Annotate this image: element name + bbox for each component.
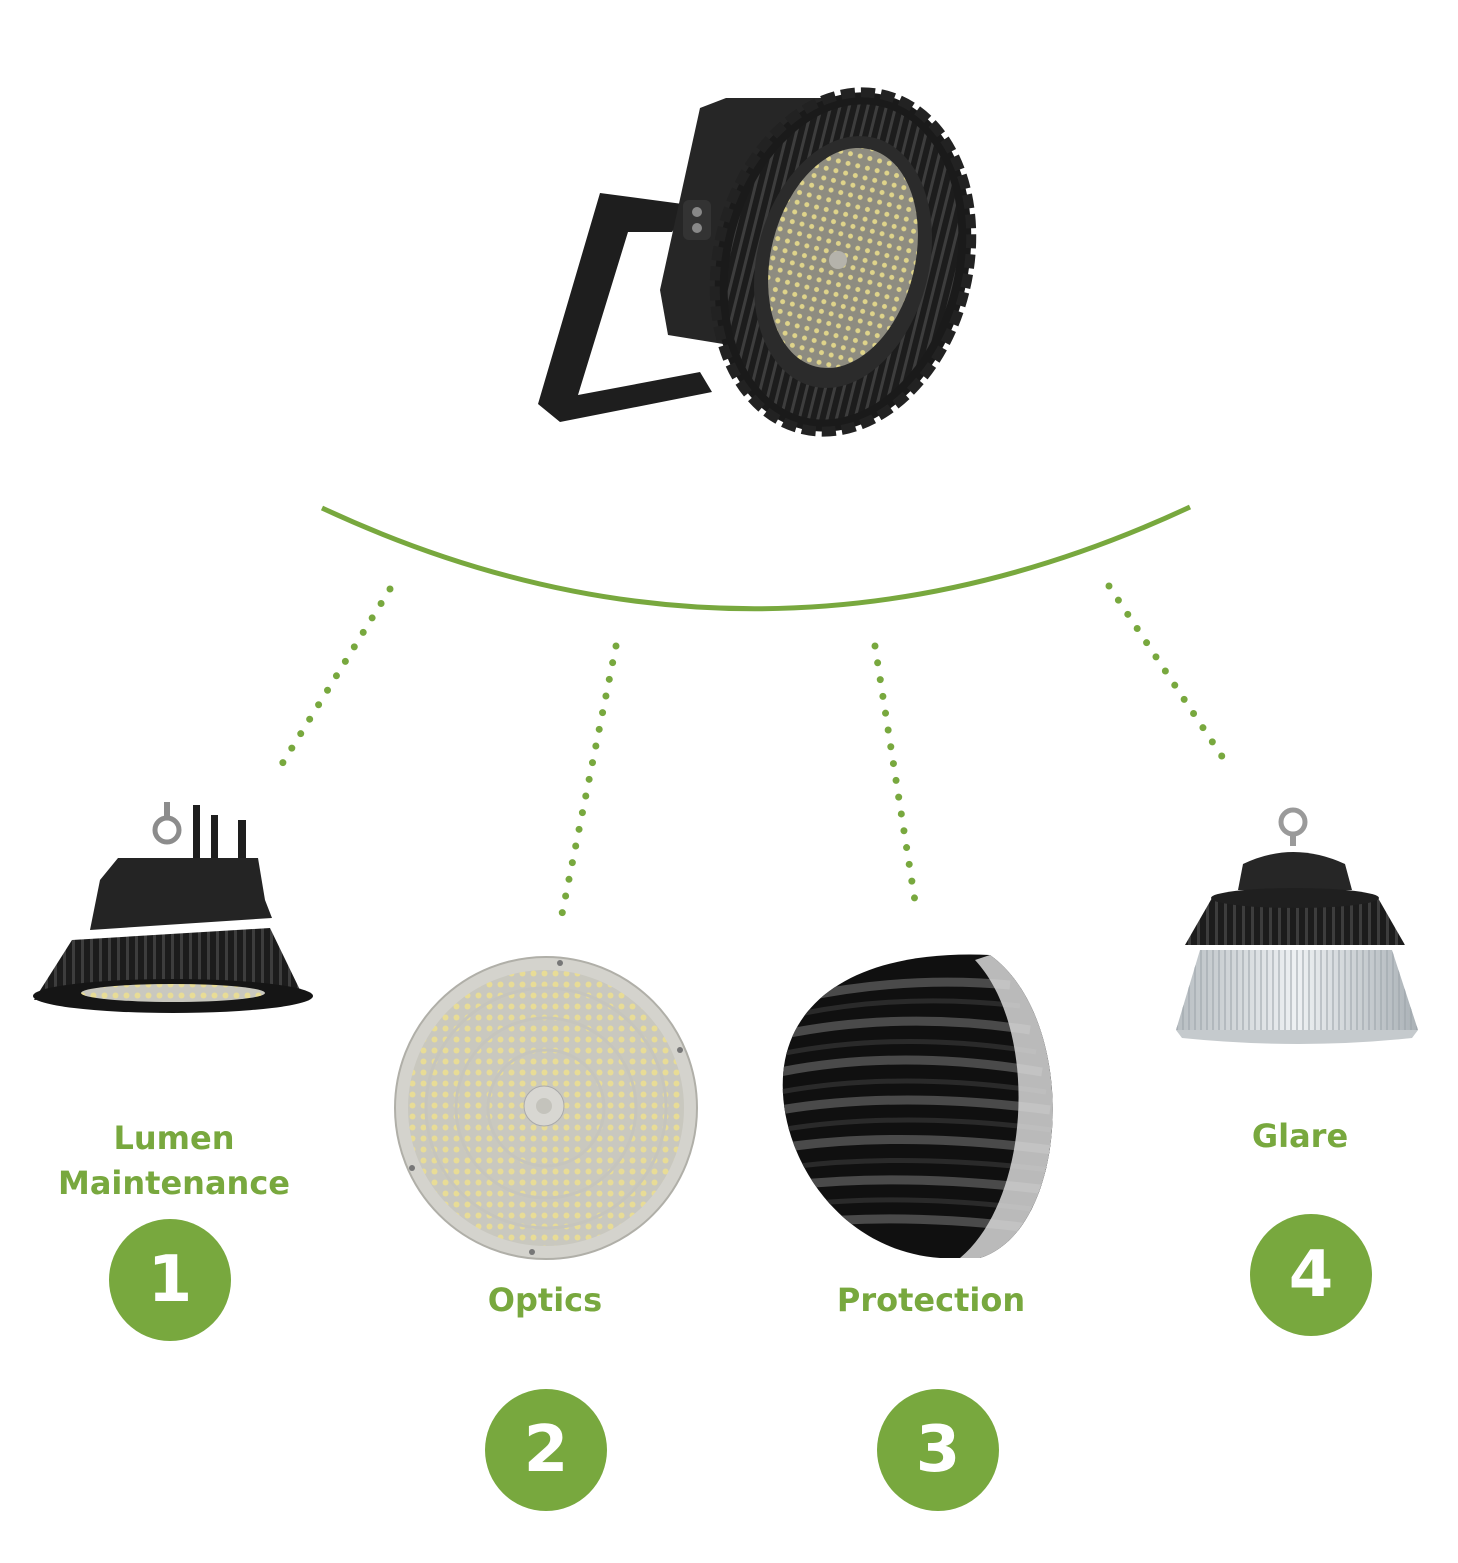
connector-arc <box>320 504 1192 612</box>
glare-fixture-icon <box>1176 807 1418 1044</box>
feature-label-protection: Protection <box>836 1281 1026 1319</box>
main-floodlight-icon <box>538 87 977 437</box>
connector-glare <box>1105 582 1235 774</box>
connector-lumen <box>270 585 394 781</box>
lumen-fixture-icon <box>33 802 313 1013</box>
feature-badge-4: 4 <box>1250 1214 1372 1336</box>
protection-fixture-icon <box>782 954 1053 1258</box>
feature-badge-2: 2 <box>485 1389 607 1511</box>
feature-badge-3: 3 <box>877 1389 999 1511</box>
feature-label-lumen-maintenance: Lumen Maintenance <box>57 1119 290 1202</box>
optics-fixture-icon <box>394 956 698 1260</box>
feature-label-glare: Glare <box>1251 1117 1349 1155</box>
feature-label-optics: Optics <box>487 1281 603 1319</box>
feature-badge-1: 1 <box>109 1219 231 1341</box>
connector-protection <box>871 642 921 918</box>
dotted-connectors <box>270 582 1235 918</box>
connector-optics <box>558 642 620 918</box>
